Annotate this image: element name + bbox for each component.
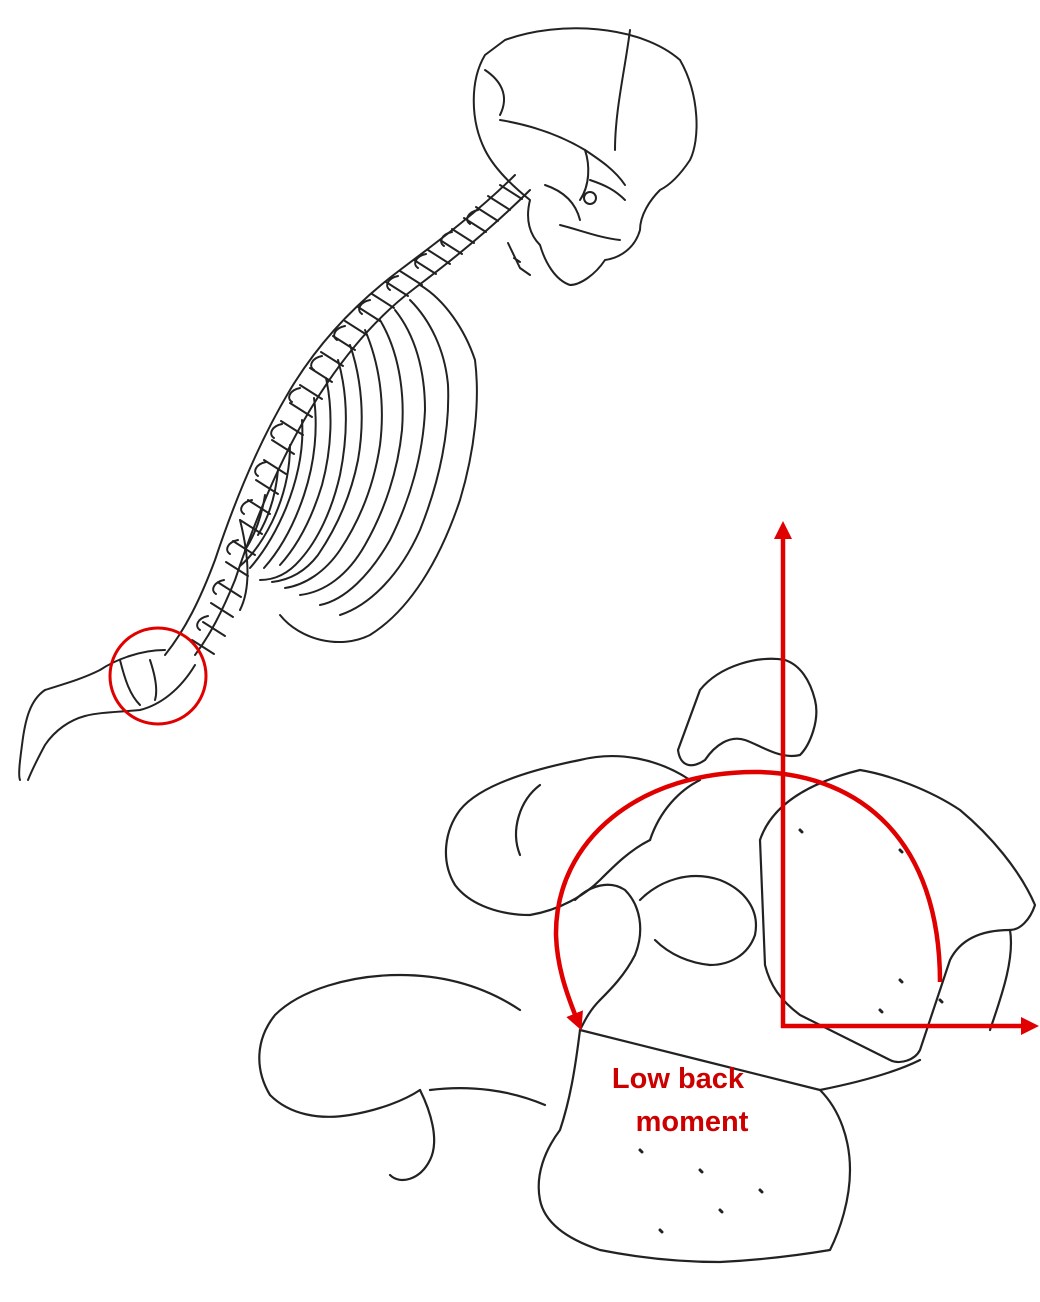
annotation-label-line1: Low back: [612, 1063, 745, 1095]
lumbar-vertebrae-illustration: [259, 659, 1035, 1262]
annotation-label-line2: moment: [636, 1106, 749, 1138]
skull: [474, 28, 697, 285]
lower-spinous-process: [259, 975, 520, 1117]
force-axes: [781, 530, 1030, 1028]
rib-cage: [240, 285, 477, 642]
skeleton-illustration: [19, 28, 696, 780]
upper-process: [678, 659, 816, 765]
hyoid-mark: [508, 243, 530, 275]
sacrum: [19, 650, 195, 780]
